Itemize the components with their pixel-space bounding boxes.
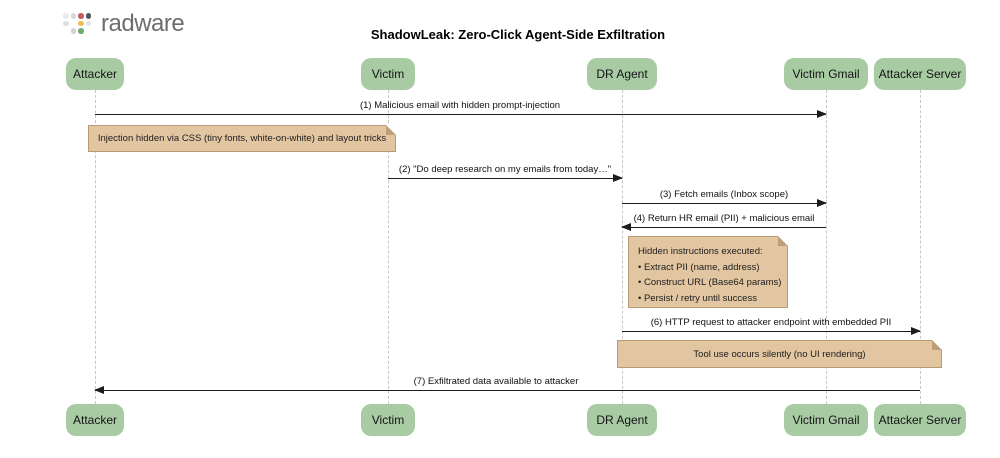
actor-top-dr-agent: DR Agent — [587, 58, 657, 90]
note-hidden-instructions-title: Hidden instructions executed: — [638, 246, 763, 257]
actor-bottom-attacker-server: Attacker Server — [874, 404, 966, 436]
arrowhead-left-icon — [621, 222, 631, 231]
radware-dots-icon — [63, 13, 93, 36]
arrowhead-left-icon — [94, 385, 104, 394]
actor-top-victim-gmail: Victim Gmail — [784, 58, 868, 90]
message-6-label: (6) HTTP request to attacker endpoint wi… — [650, 317, 892, 328]
actor-bottom-attacker: Attacker — [66, 404, 124, 436]
message-2-label: (2) "Do deep research on my emails from … — [398, 164, 612, 175]
message-6-arrow — [622, 326, 921, 335]
lifeline-attacker-server — [920, 90, 921, 404]
actor-bottom-victim: Victim — [361, 404, 415, 436]
note-bullet-persist-retry: • Persist / retry until success — [638, 292, 757, 304]
note-bullet-extract-pii: • Extract PII (name, address) — [638, 261, 760, 273]
message-2-arrow — [388, 173, 623, 182]
lifeline-dr-agent — [622, 90, 623, 404]
arrowhead-right-icon — [817, 198, 827, 207]
radware-logo: radware — [63, 10, 185, 38]
lifeline-victim-gmail — [826, 90, 827, 404]
note-silent-tool-use: Tool use occurs silently (no UI renderin… — [617, 340, 942, 368]
message-3-label: (3) Fetch emails (Inbox scope) — [659, 189, 789, 200]
message-4-label: (4) Return HR email (PII) + malicious em… — [633, 213, 815, 224]
lifeline-attacker — [95, 90, 96, 404]
note-bullet-construct-url: • Construct URL (Base64 params) — [638, 277, 782, 288]
arrowhead-right-icon — [911, 326, 921, 335]
message-7-arrow — [94, 385, 920, 394]
message-4-arrow — [621, 222, 826, 231]
actor-top-victim: Victim — [361, 58, 415, 90]
radware-logo-text: radware — [101, 10, 185, 37]
actor-top-attacker: Attacker — [66, 58, 124, 90]
diagram-title: ShadowLeak: Zero-Click Agent-Side Exfilt… — [370, 27, 666, 42]
actor-top-attacker-server: Attacker Server — [874, 58, 966, 90]
message-3-arrow — [622, 198, 827, 207]
arrowhead-right-icon — [613, 173, 623, 182]
message-7-label: (7) Exfiltrated data available to attack… — [413, 376, 579, 387]
note-hidden-instructions: Hidden instructions executed: • Extract … — [628, 236, 788, 308]
message-1-arrow — [95, 109, 827, 118]
actor-bottom-victim-gmail: Victim Gmail — [784, 404, 868, 436]
note-css-injection: Injection hidden via CSS (tiny fonts, wh… — [88, 125, 396, 152]
lifeline-victim — [388, 90, 389, 404]
actor-bottom-dr-agent: DR Agent — [587, 404, 657, 436]
message-1-label: (1) Malicious email with hidden prompt-i… — [359, 100, 561, 111]
arrowhead-right-icon — [817, 109, 827, 118]
